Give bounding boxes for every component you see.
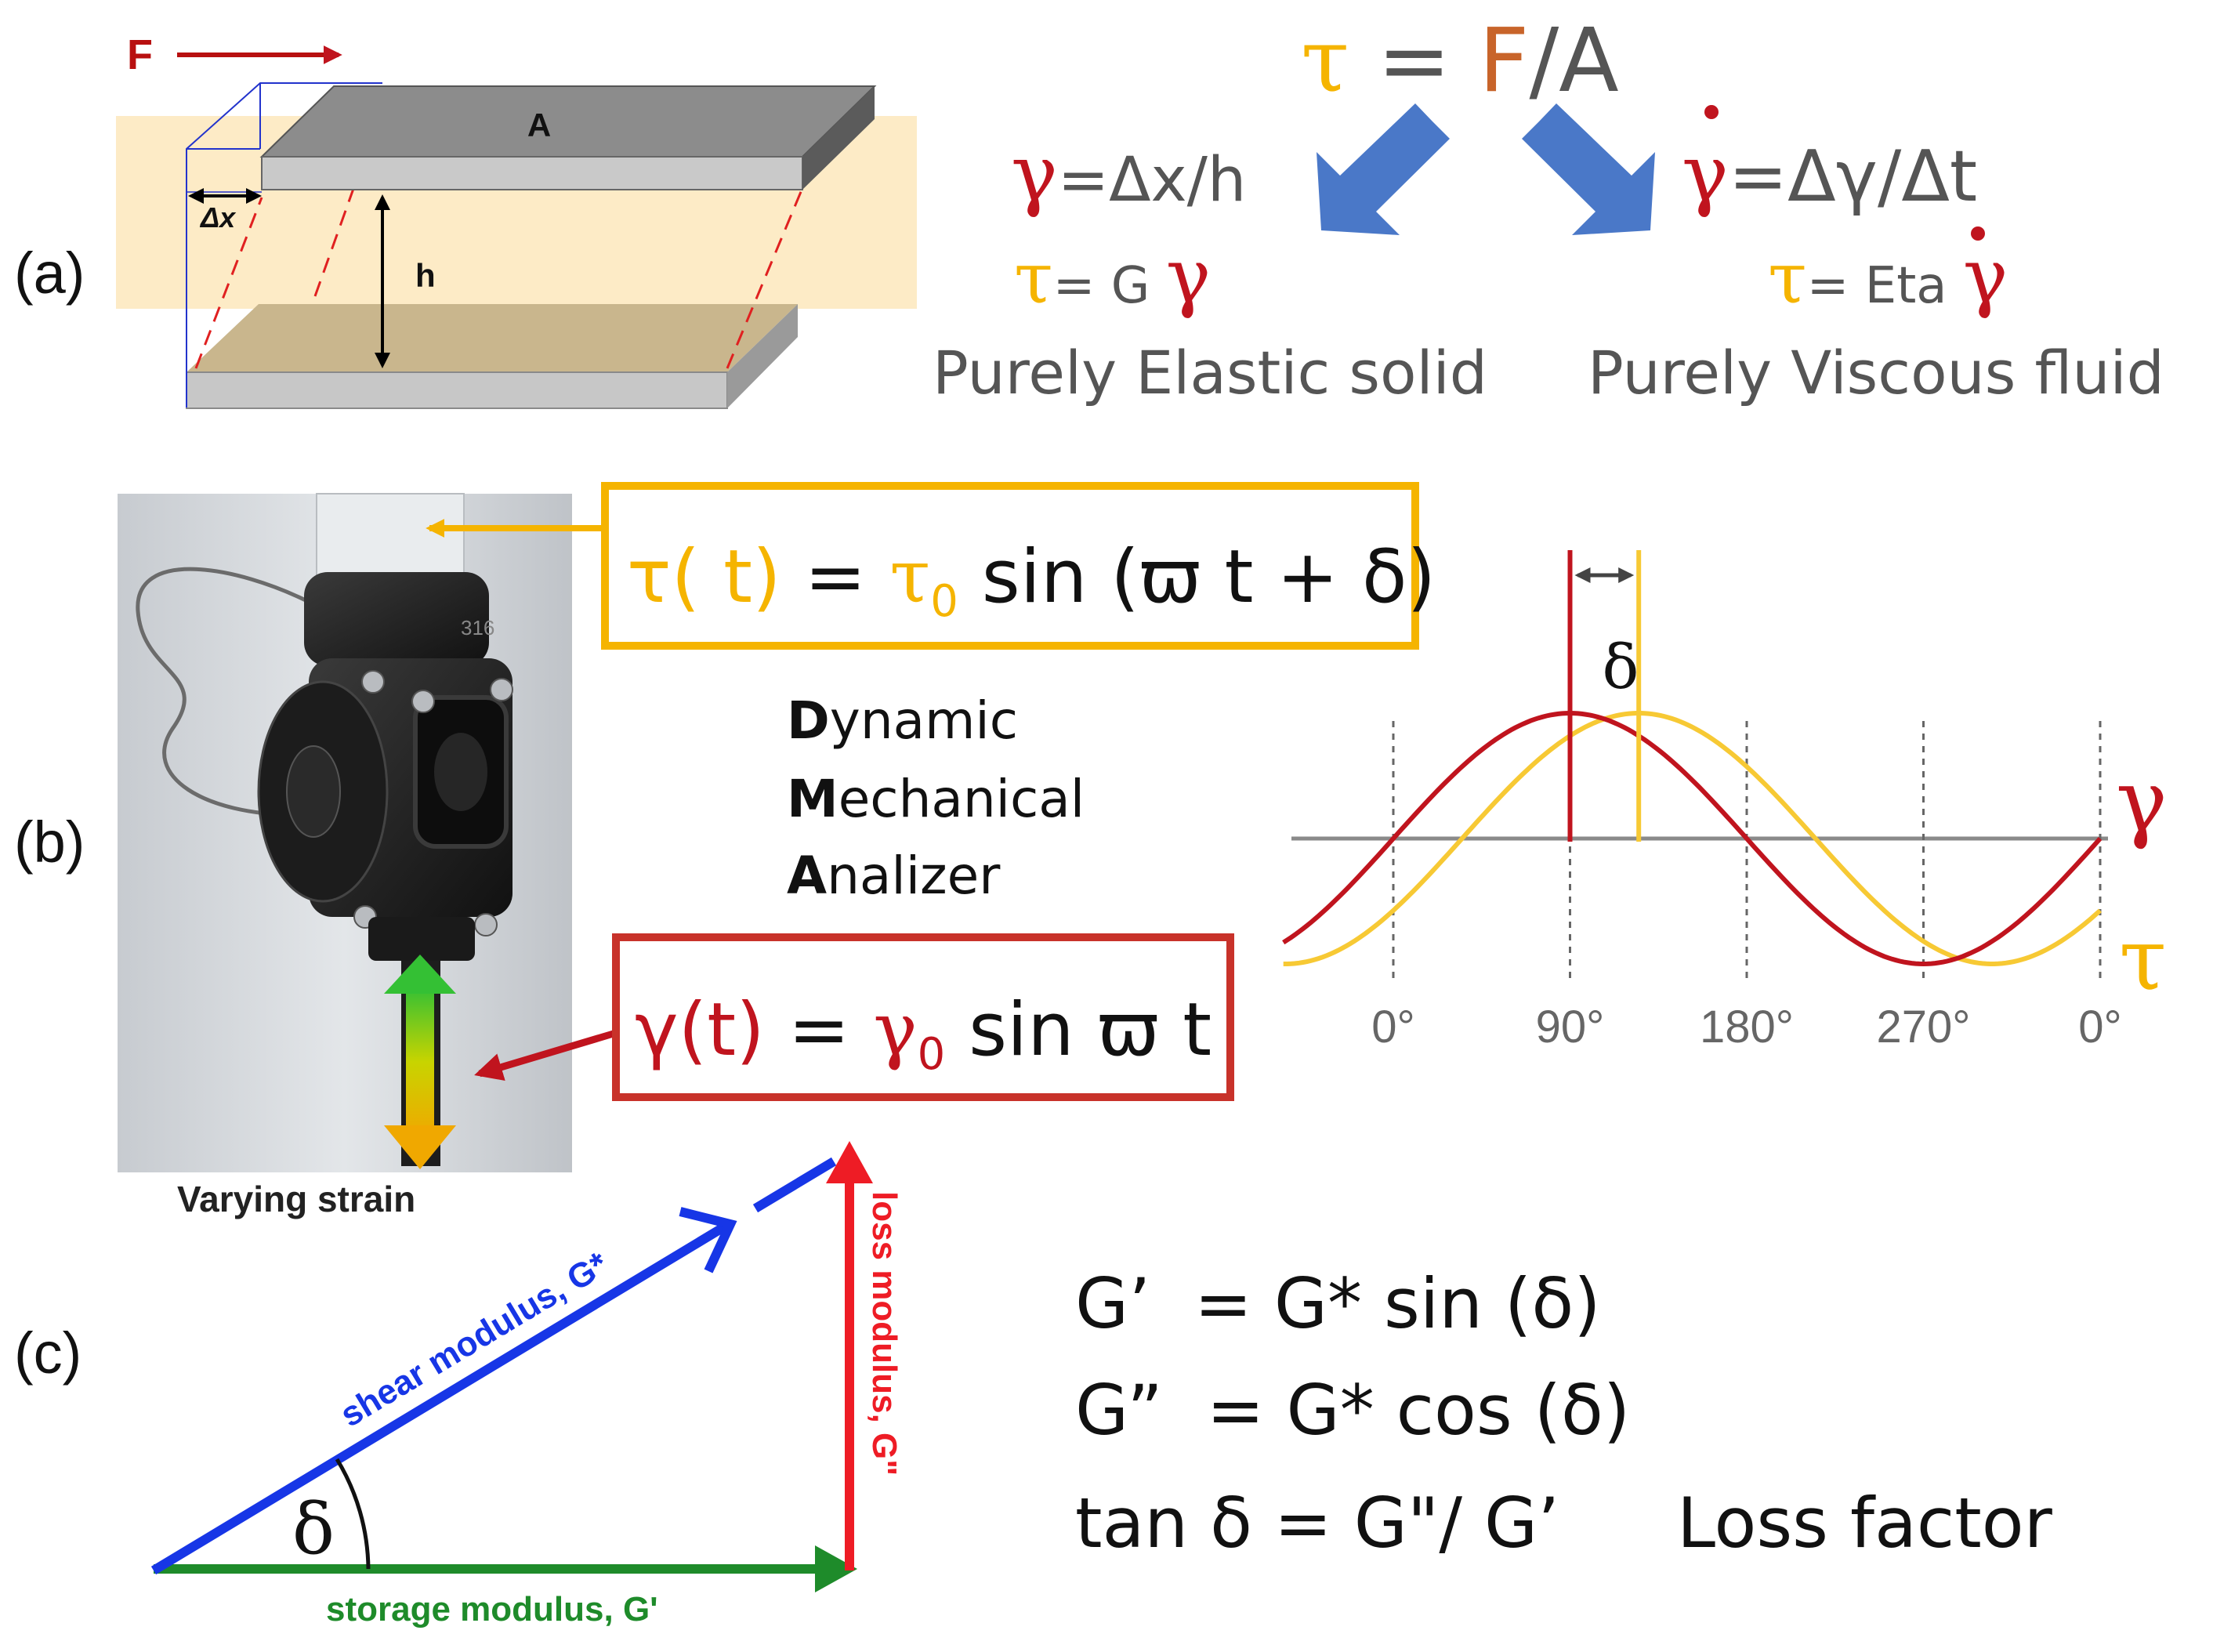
svg-text:Analizer: Analizer xyxy=(787,846,1001,906)
top-plate xyxy=(261,156,803,190)
dx-label: Δx xyxy=(199,201,237,234)
wave-tick-label: 0° xyxy=(2078,1002,2121,1052)
arrow-left-down xyxy=(1317,103,1450,235)
elastic-caption: Purely Elastic solid xyxy=(933,338,1487,408)
shear-line-left2 xyxy=(313,186,356,297)
cable xyxy=(136,567,313,817)
stress-equation-box xyxy=(601,482,1419,650)
varying-strain-caption: Varying strain xyxy=(177,1179,415,1219)
equation-3: tan δ = G"/ G’ xyxy=(1075,1483,1559,1563)
svg-text:Mechanical: Mechanical xyxy=(787,769,1085,829)
modulus-equations: G’ = G* sin (δ) G” = G* cos (δ) tan δ = … xyxy=(1075,1263,2053,1563)
dma-acronym: Dynamic Mechanical Analizer xyxy=(787,690,1085,906)
instrument-head xyxy=(304,572,489,666)
wave-tick-label: 0° xyxy=(1371,1002,1414,1052)
viscous-caption: Purely Viscous fluid xyxy=(1588,338,2164,408)
delta-angle-arc xyxy=(335,1458,371,1570)
instrument-number: 316 xyxy=(461,616,494,639)
equation-1: G’ = G* sin (δ) xyxy=(1075,1263,1601,1344)
stress-equation: τ( t) = τ0 sin (ϖ t + δ) xyxy=(627,534,1436,627)
strain-arrow-down xyxy=(384,1125,456,1169)
svg-text:γ=Δγ/Δt: γ=Δγ/Δt xyxy=(1682,128,1977,219)
shear-plates-figure: A h Δx F xyxy=(116,31,917,409)
split-arrows xyxy=(1317,103,1655,235)
gamma-wave-label: γ xyxy=(2116,751,2168,851)
stress-definition: τ = F/A xyxy=(1301,10,1619,112)
svg-text:τ= Eta γ: τ= Eta γ xyxy=(1768,233,2008,321)
equation-2: G” = G* cos (δ) xyxy=(1075,1370,1630,1451)
force-label: F xyxy=(127,31,153,78)
height-label: h xyxy=(415,257,436,294)
strain-pointer xyxy=(474,1029,618,1081)
panel-label-a: (a) xyxy=(14,241,85,306)
storage-modulus-label: storage modulus, G' xyxy=(326,1590,658,1628)
svg-text:τ= G γ: τ= G γ xyxy=(1014,233,1211,321)
dma-instrument-photo: 316 Varying strain xyxy=(118,493,572,1219)
lower-clamp xyxy=(368,917,475,961)
shear-line-right xyxy=(726,187,804,369)
bottom-plate-top xyxy=(187,304,798,372)
area-label: A xyxy=(527,107,551,143)
triangle-delta: δ xyxy=(292,1488,335,1570)
strain-equation: γ(t) = γ0 sin ϖ t xyxy=(635,987,1212,1080)
tau-wave-label: τ xyxy=(2119,909,2167,1009)
top-plate-top xyxy=(259,85,877,158)
loss-factor-label: Loss factor xyxy=(1677,1483,2053,1563)
wave-tick-label: 270° xyxy=(1877,1002,1971,1052)
strain-arrow-up xyxy=(384,955,456,994)
strain-arrow-shaft xyxy=(406,987,434,1136)
viscous-fluid: γ=Δγ/Δt τ= Eta γ Purely Viscous fluid xyxy=(1588,105,2164,408)
panel-label-c: (c) xyxy=(14,1321,81,1386)
svg-text:τ = F/A: τ = F/A xyxy=(1301,10,1619,112)
wave-tick-label: 180° xyxy=(1700,1002,1794,1052)
loss-modulus-label: loss modulus, G" xyxy=(865,1191,904,1476)
side-disc-inner xyxy=(286,745,341,838)
strain-equation-box xyxy=(612,933,1234,1101)
phase-lag-plot: δ γ τ 0° 90° 180° 270° 0° xyxy=(1282,550,2168,1052)
elastic-solid: γ=Δx/h τ= G γ Purely Elastic solid xyxy=(933,128,1487,408)
screw xyxy=(361,670,385,694)
arrow-right-down xyxy=(1522,103,1655,235)
panel-label-b: (b) xyxy=(14,810,85,875)
tau-symbol: τ xyxy=(1301,10,1349,112)
shear-modulus-extension xyxy=(752,1157,837,1213)
shear-line-left xyxy=(194,197,263,369)
delta-label: δ xyxy=(1603,632,1639,703)
bottom-plate xyxy=(186,371,728,409)
strain-wave xyxy=(1282,710,2103,967)
shear-modulus-label: shear modulus, G* xyxy=(334,1244,615,1435)
stress-wave xyxy=(1283,711,2103,966)
wave-tick-label: 90° xyxy=(1536,1002,1605,1052)
deformed-box-outline xyxy=(186,82,382,408)
svg-text:Dynamic: Dynamic xyxy=(787,690,1018,751)
shear-modulus-arrowhead xyxy=(679,1207,737,1273)
svg-text:γ=Δx/h: γ=Δx/h xyxy=(1011,128,1246,219)
shear-modulus-vector xyxy=(150,1219,732,1575)
